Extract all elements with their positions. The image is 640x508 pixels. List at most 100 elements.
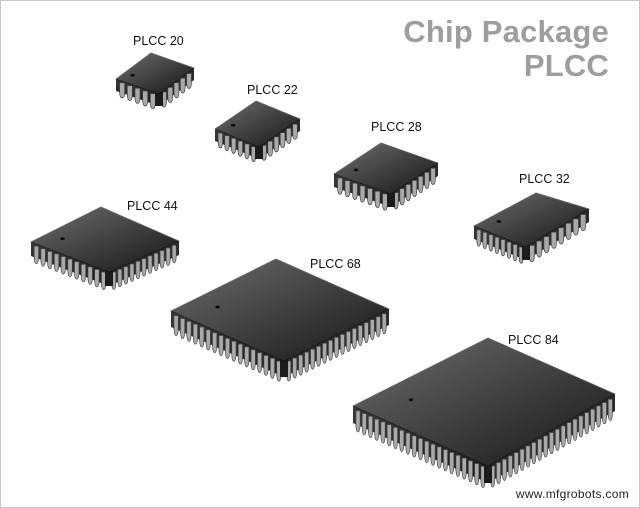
pin: [192, 323, 198, 345]
pin: [513, 452, 519, 475]
pin: [153, 252, 159, 272]
pin: [506, 241, 512, 259]
pin: [310, 348, 316, 370]
pin: [519, 448, 525, 471]
pin: [488, 234, 494, 252]
pin: [584, 412, 590, 435]
pin-row: [490, 398, 613, 488]
pin: [224, 135, 230, 152]
pin: [298, 354, 304, 376]
pin: [212, 332, 218, 354]
pin: [80, 263, 87, 283]
pin: [328, 340, 333, 361]
pin: [496, 462, 502, 485]
pin: [171, 244, 177, 264]
pin: [237, 140, 243, 157]
pin: [512, 244, 518, 262]
pin: [536, 240, 543, 258]
pin: [87, 266, 93, 285]
pin: [502, 458, 507, 481]
pin: [386, 424, 392, 447]
pin: [279, 132, 286, 149]
pin: [543, 236, 550, 254]
pin: [554, 428, 560, 451]
pin-row: [33, 245, 107, 290]
pin: [507, 455, 513, 478]
pin: [117, 268, 123, 288]
pin: [494, 236, 500, 254]
pin: [218, 335, 224, 356]
pin: [601, 402, 607, 425]
pin: [537, 438, 543, 461]
pin: [337, 177, 343, 195]
pin: [231, 340, 237, 362]
pin: [468, 460, 473, 483]
pin: [47, 250, 53, 270]
pin: [375, 316, 381, 338]
label-plcc32: PLCC 32: [519, 172, 570, 186]
pin: [369, 319, 375, 341]
pin: [405, 184, 411, 202]
pin: [237, 343, 243, 365]
pin-row: [476, 229, 524, 264]
pin: [476, 229, 482, 247]
pin-row: [111, 244, 177, 290]
pin: [263, 355, 269, 376]
pin: [344, 180, 351, 198]
pin: [525, 445, 531, 468]
label-plcc22: PLCC 22: [247, 83, 298, 97]
pin: [186, 321, 192, 342]
pin: [53, 253, 60, 272]
pin: [572, 218, 579, 236]
pin: [250, 349, 256, 371]
pin: [424, 171, 430, 189]
pin-row: [217, 132, 257, 162]
pin: [292, 357, 298, 379]
pin: [461, 457, 467, 480]
pin: [269, 357, 275, 379]
label-plcc68: PLCC 68: [310, 257, 361, 271]
label-plcc44: PLCC 44: [127, 199, 178, 213]
chip-plcc28: [333, 142, 439, 211]
pin: [123, 266, 129, 285]
pin: [455, 454, 461, 477]
pin: [159, 250, 165, 269]
chip-plcc44: [30, 206, 180, 290]
pin-row: [261, 123, 298, 161]
pin: [411, 180, 418, 198]
pin: [368, 415, 373, 438]
pin: [361, 413, 367, 436]
pin: [94, 269, 100, 288]
pin: [141, 258, 147, 277]
pin: [147, 255, 153, 274]
pin: [590, 408, 596, 431]
pin: [33, 245, 39, 265]
pin: [346, 331, 351, 352]
pin: [352, 182, 358, 200]
pin: [231, 138, 237, 154]
chip-plcc84: [352, 337, 616, 488]
pin: [393, 427, 398, 450]
pin: [292, 123, 298, 140]
pin: [560, 425, 566, 448]
pin-row: [119, 82, 156, 110]
pin: [142, 90, 149, 107]
pin: [500, 239, 506, 257]
pin: [60, 256, 66, 275]
watermark: www.mfgrobots.com: [515, 487, 629, 501]
pin: [607, 398, 613, 421]
pin: [179, 77, 186, 94]
pin: [418, 176, 424, 193]
label-plcc20: PLCC 20: [133, 34, 184, 48]
chip-plcc22: [214, 100, 301, 162]
pin: [359, 185, 366, 203]
pin: [224, 338, 231, 359]
pin: [572, 418, 578, 441]
pin: [558, 227, 565, 245]
pin: [363, 322, 369, 343]
pin: [355, 410, 361, 433]
pin: [374, 190, 381, 208]
label-plcc28: PLCC 28: [371, 120, 422, 134]
pin: [273, 136, 280, 153]
